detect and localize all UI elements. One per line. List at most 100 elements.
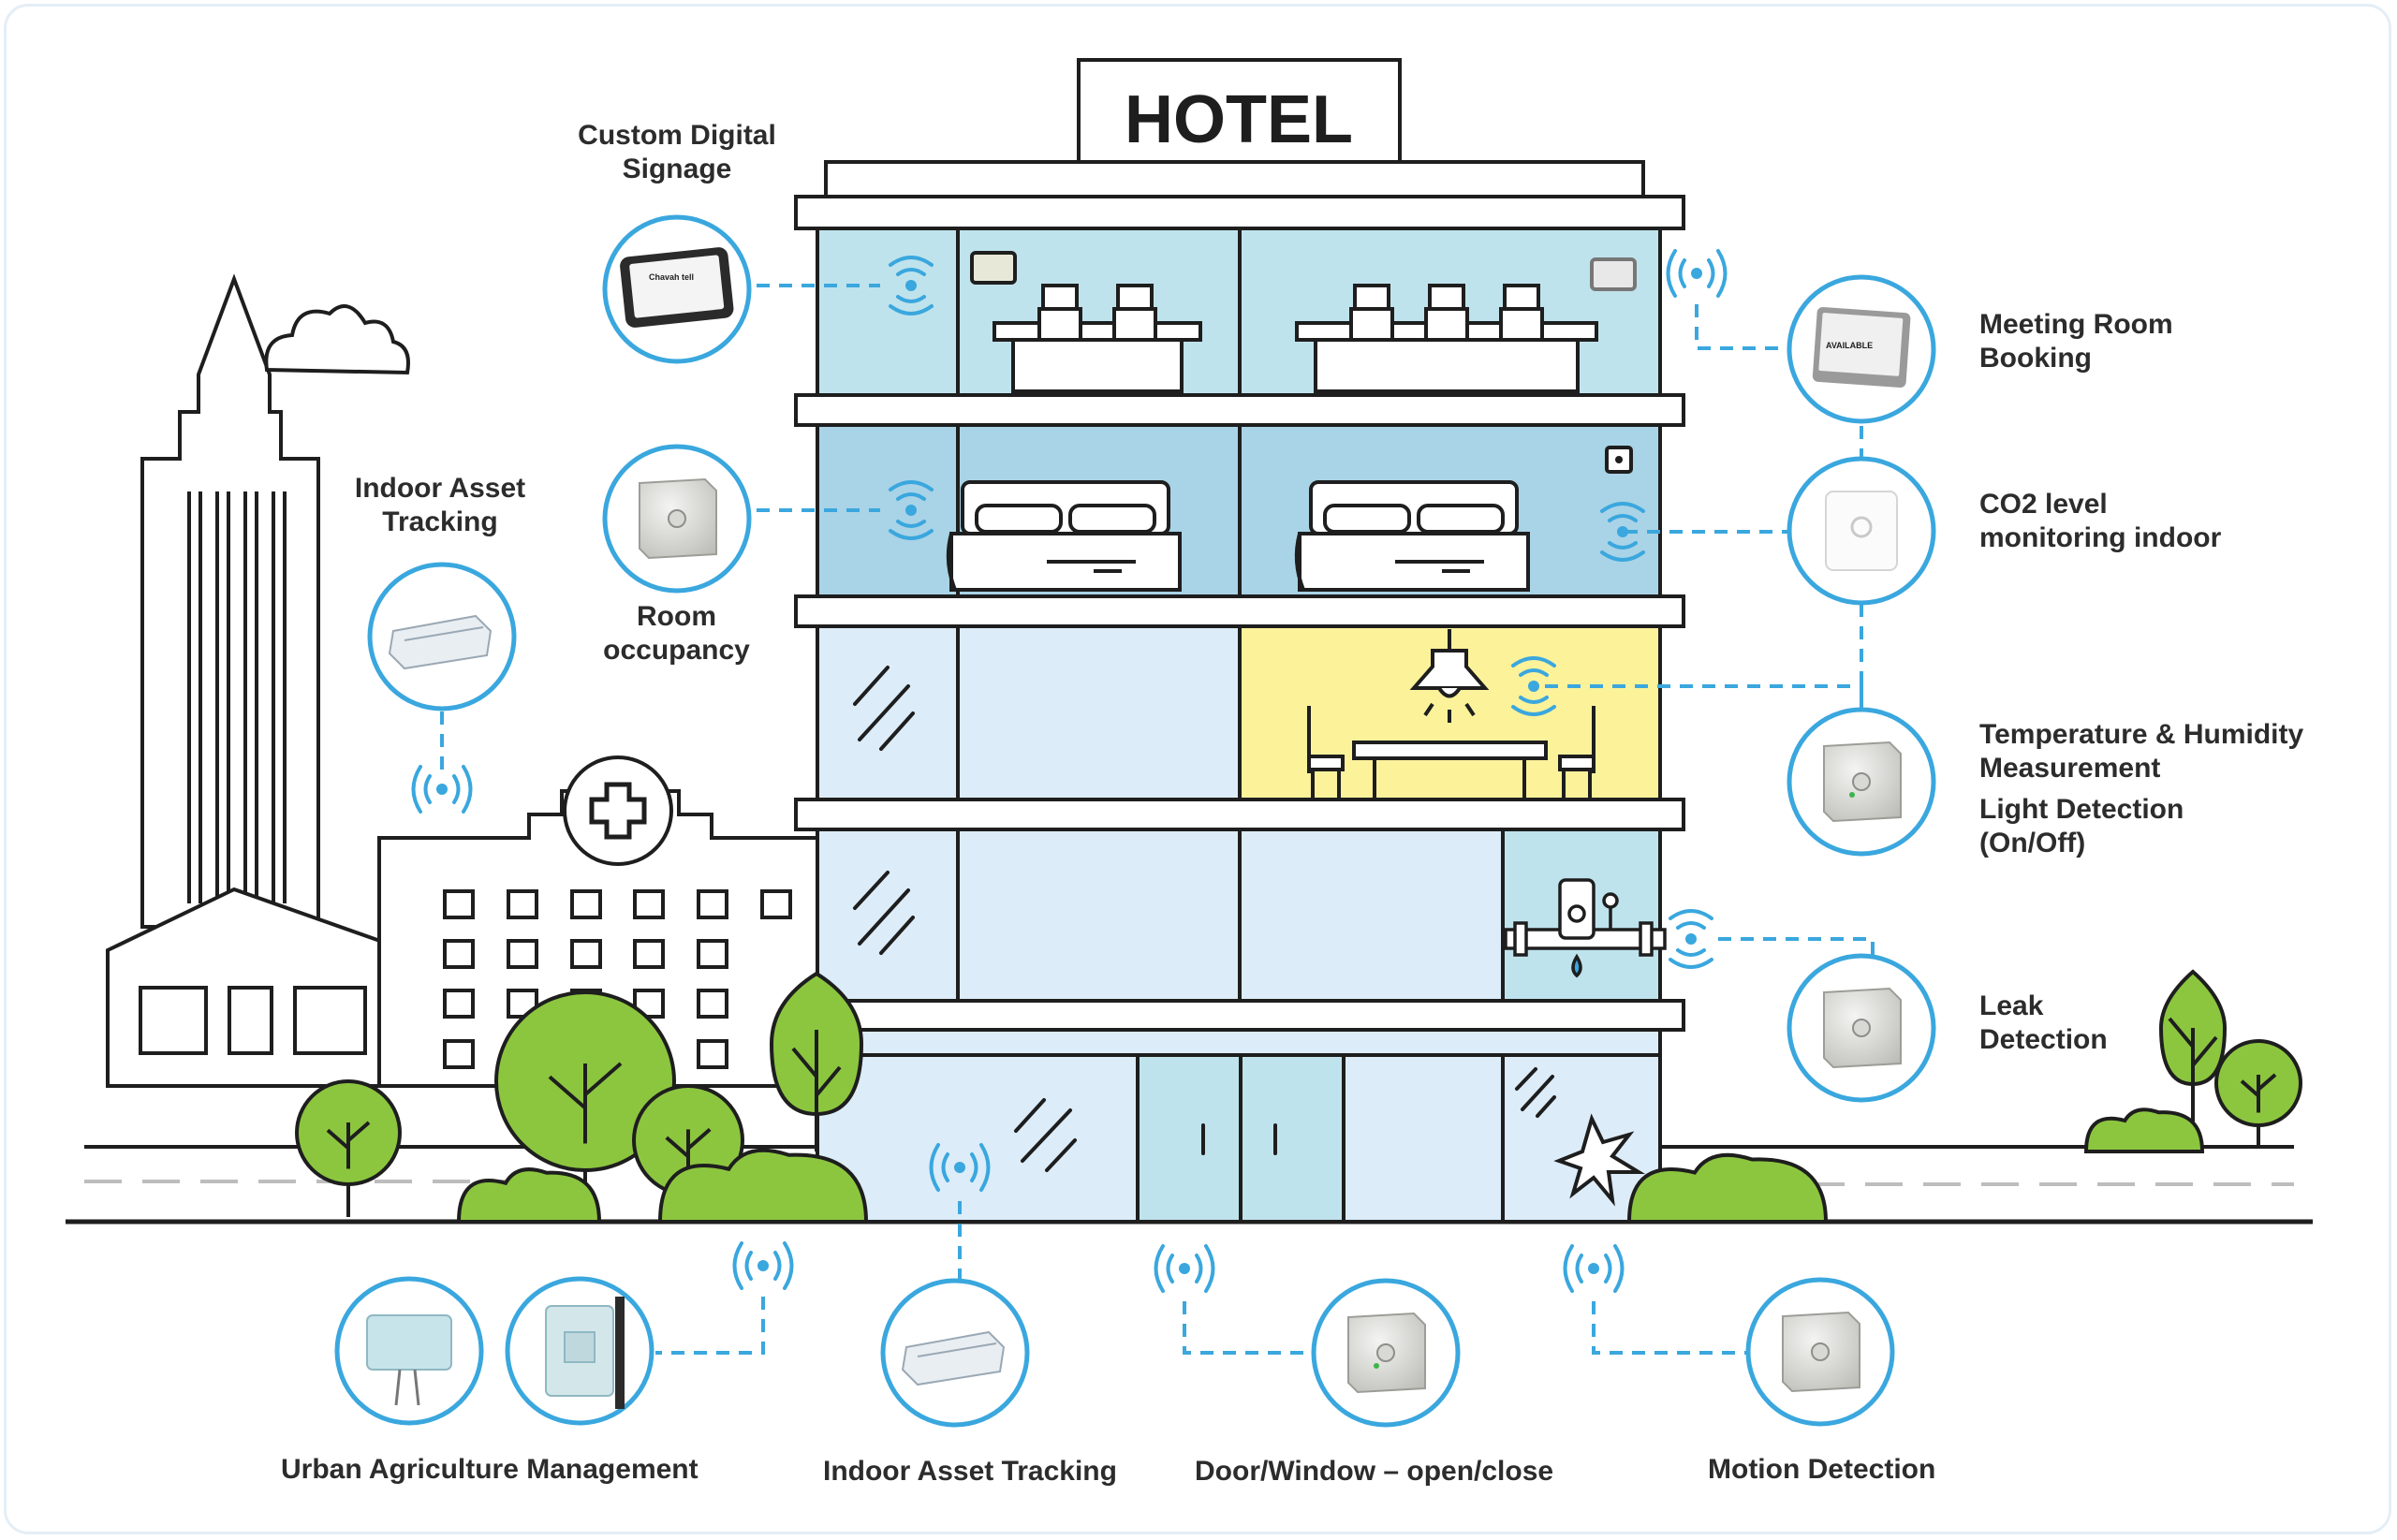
occupancy-device xyxy=(602,444,752,594)
wireless-dot xyxy=(905,505,917,516)
hospital-window xyxy=(443,1039,475,1069)
wireless-wave xyxy=(929,1143,991,1192)
hospital-window xyxy=(697,939,728,969)
meeting-table-body xyxy=(1011,338,1184,393)
asset-tag-edge xyxy=(917,1342,997,1357)
meeting-screen-text: AVAILABLE xyxy=(1826,341,1873,350)
wireless-wave xyxy=(1511,656,1556,716)
hotel-building xyxy=(794,58,1685,1224)
device-lens xyxy=(1376,1343,1395,1362)
pipe-leak-device xyxy=(1504,878,1667,978)
wall-screen-right xyxy=(1590,257,1637,291)
wireless-wave xyxy=(1563,1244,1625,1293)
leak-device xyxy=(1787,953,1936,1103)
hospital-window xyxy=(507,889,538,919)
dining-room xyxy=(1307,629,1596,800)
tree-branch xyxy=(2168,1017,2195,1049)
bush xyxy=(2083,1107,2205,1153)
tree-branch xyxy=(2191,1035,2218,1067)
trees xyxy=(295,969,2302,1224)
hospital-window xyxy=(697,889,728,919)
asset-tag-device-bottom xyxy=(880,1278,1030,1428)
hospital-window xyxy=(760,889,792,919)
asset-tag xyxy=(388,614,493,670)
meeting-booking-device xyxy=(1787,274,1936,424)
hospital-window xyxy=(697,1039,728,1069)
diagram-frame xyxy=(4,4,2391,1534)
wireless-wave xyxy=(1678,258,1715,288)
tree-branch xyxy=(548,1062,623,1144)
wireless-dot xyxy=(436,784,448,795)
hotel-sign-text: HOTEL xyxy=(1125,82,1353,157)
wireless-wave xyxy=(1666,249,1728,298)
wireless-wave xyxy=(889,256,934,315)
hospital-window xyxy=(443,989,475,1019)
wireless-wave xyxy=(1676,921,1706,957)
hospital-window xyxy=(443,939,475,969)
wireless-wave xyxy=(1669,909,1713,969)
temp-humidity-device xyxy=(1787,707,1936,857)
wireless-dot xyxy=(1617,526,1628,537)
hospital-window xyxy=(633,939,665,969)
wireless-dot xyxy=(1685,933,1697,945)
door-window-device xyxy=(1311,1278,1461,1428)
glass-break-icon xyxy=(1553,1113,1646,1207)
device-panel xyxy=(564,1331,596,1363)
device-lens xyxy=(1811,1342,1830,1361)
cloud xyxy=(264,304,410,375)
wireless-wave xyxy=(744,1251,782,1281)
wireless-wave xyxy=(423,774,461,804)
wireless-wave xyxy=(896,268,926,303)
connector-lines xyxy=(440,284,1875,1355)
hospital-window xyxy=(507,939,538,969)
wireless-signal-icons xyxy=(411,249,1728,1293)
bed-pillow xyxy=(1068,504,1156,534)
wireless-wave xyxy=(941,1152,978,1182)
device-screen xyxy=(1818,313,1904,376)
signage-screen-text: Chavah tell xyxy=(649,272,694,282)
asset-tag xyxy=(901,1330,1006,1386)
device-body xyxy=(1825,491,1898,571)
tree-branch xyxy=(326,1121,371,1169)
wireless-wave xyxy=(732,1241,794,1290)
bush xyxy=(456,1167,602,1224)
wireless-dot xyxy=(954,1162,965,1173)
wireless-wave xyxy=(1608,514,1638,550)
tree-branch xyxy=(2240,1073,2277,1113)
hospital-window xyxy=(570,939,602,969)
device-lens xyxy=(1852,1019,1871,1037)
wireless-wave xyxy=(889,480,934,540)
device-led xyxy=(1849,792,1855,798)
label-motion-detection: Motion Detection xyxy=(1708,1454,1936,1485)
bush xyxy=(657,1148,869,1224)
wall-screen-left xyxy=(970,251,1017,285)
wireless-dot xyxy=(757,1260,769,1271)
wireless-dot xyxy=(1179,1263,1190,1274)
motion-device xyxy=(1745,1277,1895,1427)
hospital-window xyxy=(633,889,665,919)
wireless-wave xyxy=(1575,1254,1612,1283)
wireless-dot xyxy=(1528,681,1539,692)
agri-gateway-device xyxy=(505,1276,654,1426)
skyscraper xyxy=(106,273,395,1088)
signage-device xyxy=(602,214,752,364)
label-indoor-asset-tracking-bottom: Indoor Asset Tracking xyxy=(823,1456,1117,1487)
bed-pillow xyxy=(1417,504,1505,534)
device-led-ring xyxy=(1850,516,1873,538)
bed-side xyxy=(1294,533,1305,591)
device-body xyxy=(366,1314,452,1371)
meeting-table-body xyxy=(1314,338,1580,393)
probe xyxy=(394,1369,402,1406)
bush xyxy=(1626,1152,1829,1224)
bed-side xyxy=(946,533,957,591)
bed-pillow xyxy=(975,504,1063,534)
mount-post xyxy=(615,1297,625,1409)
wireless-dot xyxy=(1691,268,1702,279)
